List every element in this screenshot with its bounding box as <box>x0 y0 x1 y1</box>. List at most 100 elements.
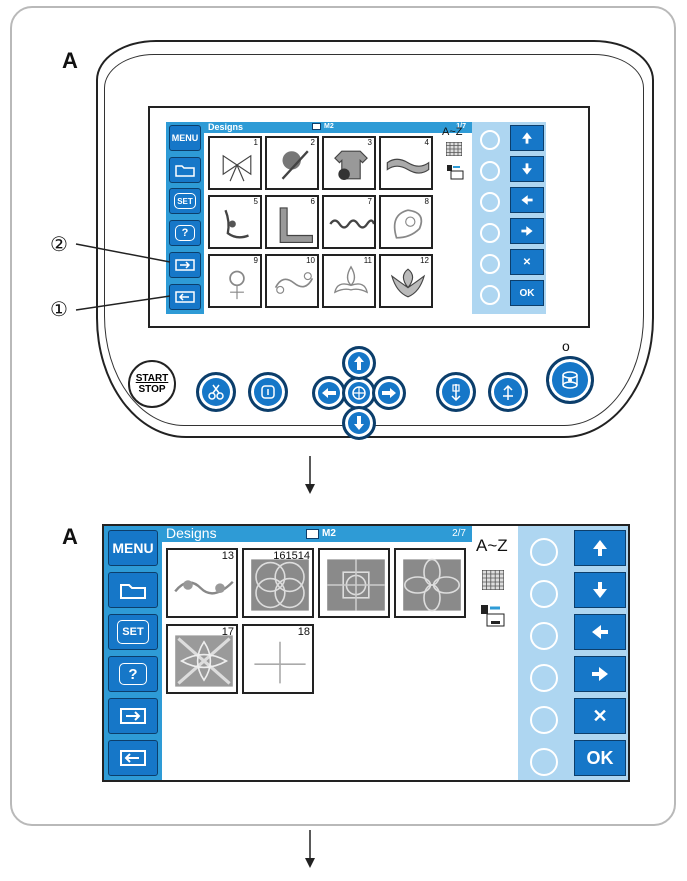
select-circle-button[interactable] <box>530 538 558 566</box>
select-circle-button[interactable] <box>480 223 500 243</box>
select-circle-button[interactable] <box>530 664 558 692</box>
design-thumbnail[interactable]: 6 <box>265 195 319 249</box>
select-circle-button[interactable] <box>480 285 500 305</box>
close-button[interactable]: ✕ <box>574 698 626 734</box>
design-thumbnail[interactable]: 4 <box>379 136 433 190</box>
quilt-design-icon <box>251 559 309 611</box>
design-number: 3 <box>367 138 372 147</box>
select-circle-button[interactable] <box>530 748 558 776</box>
import-button-2[interactable] <box>108 698 158 734</box>
menu-button-2[interactable]: MENU <box>108 530 158 566</box>
design-thumbnail[interactable]: 9 <box>208 254 262 308</box>
thread-cutter-button[interactable] <box>196 372 236 412</box>
grid-icon[interactable] <box>446 142 462 156</box>
jog-center-icon <box>352 386 366 400</box>
import-button[interactable] <box>169 252 201 278</box>
scroll-design-icon <box>274 272 314 294</box>
design-thumbnail[interactable]: 12 <box>379 254 433 308</box>
design-number: 7 <box>367 197 372 206</box>
left-arrow-button[interactable] <box>510 187 544 213</box>
help-button[interactable]: ? <box>169 220 201 246</box>
select-circle-button[interactable] <box>530 580 558 608</box>
help-button-2[interactable]: ? <box>108 656 158 692</box>
up-arrow-icon <box>593 540 607 556</box>
design-thumbnail[interactable]: 18 <box>242 624 314 694</box>
start-label: START <box>135 373 169 384</box>
close-button[interactable]: ✕ <box>510 249 544 275</box>
paisley-design-icon <box>393 209 423 239</box>
up-arrow-button[interactable] <box>574 530 626 566</box>
menu-button[interactable]: MENU <box>169 125 201 151</box>
select-circle-button[interactable] <box>530 622 558 650</box>
down-arrow-button[interactable] <box>574 572 626 608</box>
select-circle-button[interactable] <box>480 254 500 274</box>
export-button[interactable] <box>169 284 201 310</box>
design-thumbnail[interactable]: 2 <box>265 136 319 190</box>
usb-transfer-icon[interactable] <box>480 604 506 628</box>
open-folder-button-2[interactable] <box>108 572 158 608</box>
right-arrow-icon <box>592 667 608 681</box>
jog-down-icon <box>354 416 364 430</box>
bobbin-winder-button[interactable] <box>546 356 594 404</box>
design-thumbnail[interactable]: 17 <box>166 624 238 694</box>
design-thumbnail[interactable]: 5 <box>208 195 262 249</box>
down-arrow-icon <box>593 582 607 598</box>
down-arrow-button[interactable] <box>510 156 544 182</box>
jog-down-button[interactable] <box>342 406 376 440</box>
design-thumbnail[interactable]: 7 <box>322 195 376 249</box>
bow-design-icon <box>222 154 252 182</box>
stop-label: STOP <box>138 384 166 395</box>
select-circle-button[interactable] <box>480 161 500 181</box>
corner-design-icon <box>279 207 313 243</box>
open-folder-button[interactable] <box>169 157 201 183</box>
usb-transfer-icon[interactable] <box>446 164 464 180</box>
design-thumbnail[interactable]: 10 <box>265 254 319 308</box>
design-thumbnail[interactable] <box>318 548 390 618</box>
left-arrow-button[interactable] <box>574 614 626 650</box>
design-number: 8 <box>424 197 429 206</box>
jog-up-button[interactable] <box>342 346 376 380</box>
design-thumbnail[interactable]: 11 <box>322 254 376 308</box>
left-arrow-icon <box>592 625 608 639</box>
design-number: 9 <box>253 256 258 265</box>
design-thumbnail[interactable]: 8 <box>379 195 433 249</box>
design-number: 11 <box>363 256 372 265</box>
right-arrow-button[interactable] <box>574 656 626 692</box>
select-circle-button[interactable] <box>530 706 558 734</box>
quilt2-design-icon <box>327 559 385 611</box>
export-icon <box>120 750 146 766</box>
grid-icon[interactable] <box>482 570 504 590</box>
up-arrow-button[interactable] <box>510 125 544 151</box>
folder-icon <box>175 165 195 177</box>
set-button[interactable]: SET <box>169 188 201 214</box>
set-button-2[interactable]: SET <box>108 614 158 650</box>
ok-button[interactable]: OK <box>574 740 626 776</box>
design-thumbnail[interactable]: 3 <box>322 136 376 190</box>
design-thumbnail[interactable]: 13 <box>166 548 238 618</box>
fleur-design-icon <box>333 265 369 294</box>
jog-right-button[interactable] <box>372 376 406 410</box>
auto-lock-button[interactable] <box>248 372 288 412</box>
select-circle-button[interactable] <box>480 130 500 150</box>
design-thumbnail[interactable]: 161514 <box>242 548 314 618</box>
right-arrow-button[interactable] <box>510 218 544 244</box>
presser-foot-button[interactable] <box>488 372 528 412</box>
jog-left-button[interactable] <box>312 376 346 410</box>
export-button-2[interactable] <box>108 740 158 776</box>
jog-center-button[interactable] <box>342 376 376 410</box>
screen2-page-indicator: 2/7 <box>452 528 466 539</box>
sort-az-button-2[interactable]: A~Z <box>476 536 508 555</box>
ok-button[interactable]: OK <box>510 280 544 306</box>
quilt4-design-icon <box>175 635 233 687</box>
start-stop-button[interactable]: START STOP <box>128 360 176 408</box>
needle-up-down-button[interactable] <box>436 372 476 412</box>
sort-az-button[interactable]: A~Z <box>442 126 463 138</box>
select-circle-button[interactable] <box>480 192 500 212</box>
lace-design-icon <box>329 219 374 229</box>
quilt3-design-icon <box>403 558 461 612</box>
design-thumbnail[interactable]: 1 <box>208 136 262 190</box>
callout-1: ① <box>50 299 68 321</box>
design-thumbnail[interactable] <box>394 548 466 618</box>
